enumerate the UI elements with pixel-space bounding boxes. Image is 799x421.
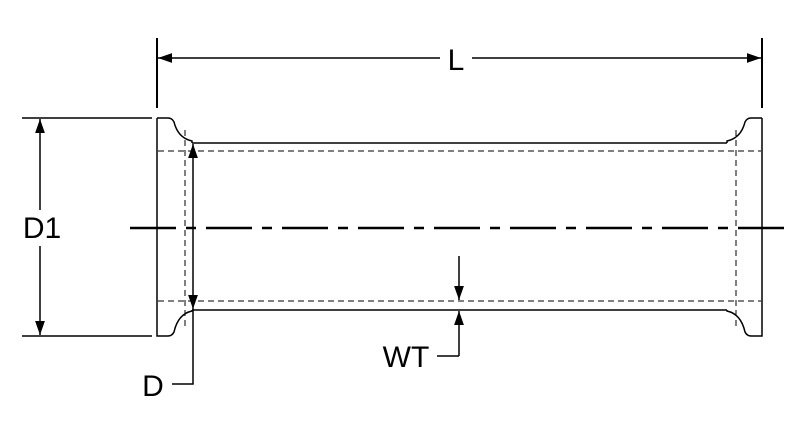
- hidden-inner-lines: [158, 130, 761, 326]
- length-label: L: [448, 44, 465, 77]
- left-ferrule: [156, 117, 193, 337]
- outer-diameter-label: D: [142, 370, 164, 403]
- flange-diameter-dimension: D1: [22, 117, 152, 337]
- length-dimension: L: [156, 38, 763, 108]
- wall-thickness-dimension: WT: [383, 256, 464, 374]
- outer-diameter-dimension: D: [142, 144, 198, 403]
- wall-thickness-label: WT: [383, 341, 430, 374]
- right-ferrule: [726, 117, 763, 337]
- pipe-body: [156, 117, 763, 337]
- flange-diameter-label: D1: [23, 212, 61, 245]
- d-leader: [172, 309, 194, 385]
